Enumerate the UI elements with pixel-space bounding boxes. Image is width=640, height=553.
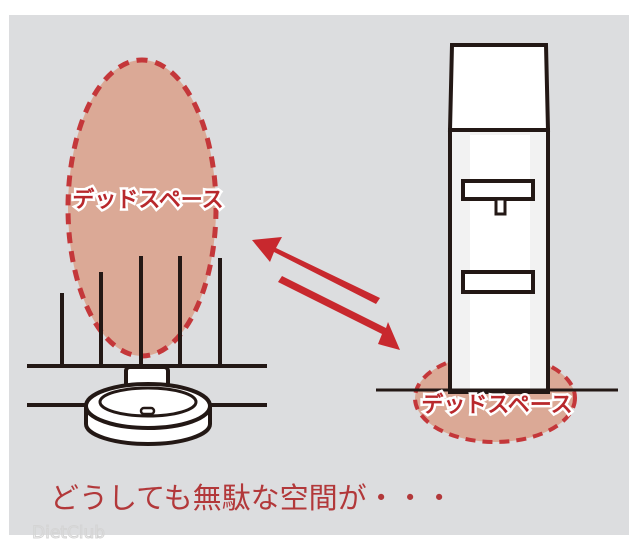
exchange-arrows-icon <box>252 237 400 350</box>
robot-vacuum-icon <box>84 365 212 446</box>
left-scene: デッドスペース <box>27 57 267 446</box>
water-server-icon <box>447 43 551 394</box>
right-scene: デッドスペース <box>376 43 618 444</box>
dead-space-label-right: デッドスペース <box>421 392 572 418</box>
dead-space-label-left: デッドスペース <box>72 187 223 213</box>
caption: どうしても無駄な空間が・・・ <box>50 481 454 515</box>
watermark: DietClub <box>32 523 105 543</box>
